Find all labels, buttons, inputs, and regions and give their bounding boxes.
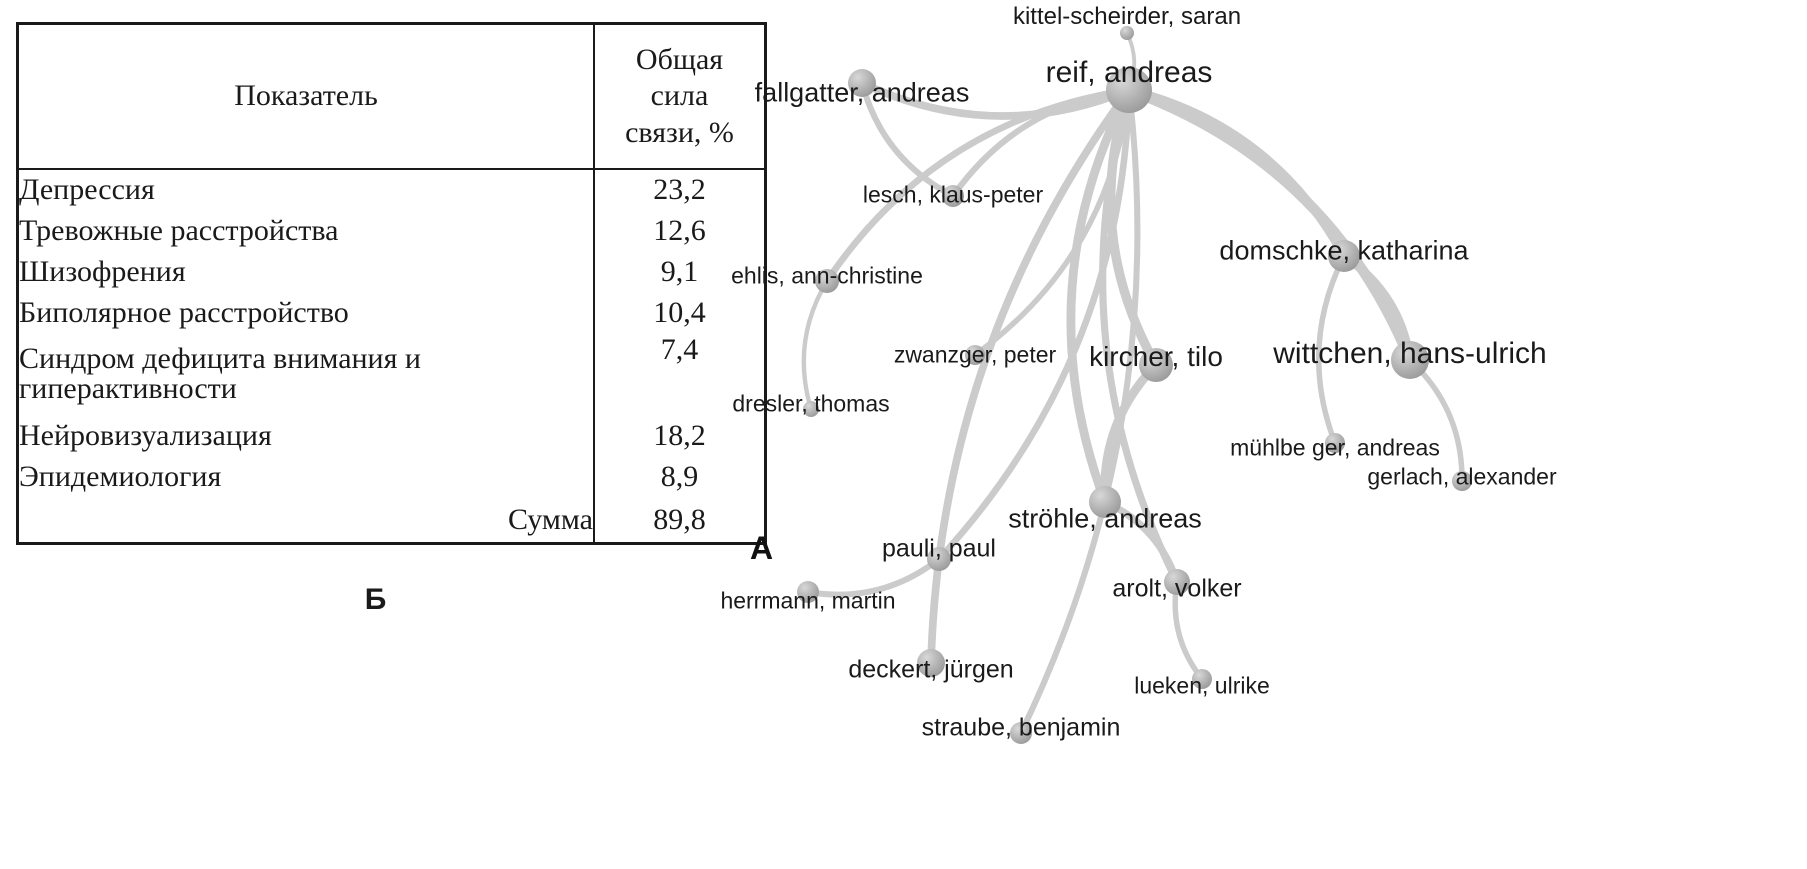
- coauthorship-network-graph: [797, 26, 1472, 744]
- graph-edge: [1099, 86, 1181, 586]
- row-value: 18,2: [653, 418, 706, 452]
- row-value: 7,4: [660, 333, 699, 366]
- graph-edge: [858, 79, 1133, 120]
- row-value: 8,9: [660, 459, 699, 493]
- graph-node[interactable]: [815, 269, 839, 293]
- column-header-link-strength: Общая сила связи, %: [594, 25, 764, 170]
- graph-edge: [823, 86, 1133, 285]
- graph-edge: [1100, 360, 1161, 507]
- table-row: Депрессия 23,2: [19, 169, 764, 210]
- graph-edge: [1123, 84, 1416, 366]
- graph-node[interactable]: [1106, 67, 1152, 113]
- graph-node[interactable]: [927, 547, 951, 571]
- table-row: Биполярное расстройство 10,4: [19, 292, 764, 333]
- graph-edge: [927, 86, 1133, 667]
- graph-node[interactable]: [1089, 486, 1121, 518]
- edge-layer: [801, 31, 1465, 737]
- table-row: Синдром дефицита внимания и гиперактивно…: [19, 333, 764, 415]
- graph-edge: [1101, 498, 1181, 586]
- graph-node[interactable]: [1452, 471, 1472, 491]
- graph-edge: [804, 555, 943, 598]
- row-label: Депрессия: [19, 169, 595, 210]
- row-value: 23,2: [653, 173, 706, 206]
- row-label: Шизофрения: [19, 251, 595, 292]
- graph-edge: [1407, 357, 1465, 484]
- graph-node[interactable]: [1010, 722, 1032, 744]
- graph-node[interactable]: [1325, 433, 1345, 453]
- header-line-2: сила: [650, 79, 709, 113]
- row-label: Нейровизуализация: [19, 415, 595, 456]
- total-label: Сумма: [19, 497, 595, 542]
- row-value: 12,6: [653, 213, 706, 247]
- table-row: Тревожные расстройства 12,6: [19, 210, 764, 251]
- row-label: Тревожные расстройства: [19, 210, 595, 251]
- header-line-3: связи, %: [625, 115, 734, 149]
- row-label: Эпидемиология: [19, 456, 595, 497]
- graph-node[interactable]: [797, 581, 819, 603]
- table-total-row: Сумма 89,8: [19, 497, 764, 542]
- graph-node[interactable]: [1192, 669, 1212, 689]
- graph-edge: [858, 79, 957, 200]
- graph-node[interactable]: [1164, 569, 1190, 595]
- statistics-table: Показатель Общая сила связи, % Депрессия…: [16, 22, 767, 545]
- row-value: 9,1: [660, 254, 699, 288]
- graph-edge: [1124, 85, 1349, 261]
- row-label: Синдром дефицита внимания и гиперактивно…: [19, 333, 595, 415]
- graph-node[interactable]: [965, 345, 985, 365]
- total-value: 89,8: [653, 502, 706, 536]
- column-header-indicator: Показатель: [19, 25, 595, 170]
- graph-node[interactable]: [1391, 341, 1429, 379]
- graph-node[interactable]: [917, 649, 945, 677]
- graph-node[interactable]: [942, 185, 964, 207]
- graph-node[interactable]: [803, 401, 819, 417]
- graph-edge: [1172, 579, 1205, 682]
- panel-b-caption: Б: [364, 583, 387, 616]
- table-row: Нейровизуализация 18,2: [19, 415, 764, 456]
- graph-edge: [935, 86, 1133, 563]
- graph-edge: [801, 278, 830, 412]
- graph-node[interactable]: [1328, 240, 1360, 272]
- node-layer: [797, 26, 1472, 744]
- graph-node[interactable]: [1139, 348, 1173, 382]
- graph-edge: [1315, 253, 1347, 446]
- header-line-1: Общая: [635, 42, 724, 76]
- graph-node[interactable]: [1120, 26, 1134, 40]
- table-row: Шизофрения 9,1: [19, 251, 764, 292]
- graph-edge: [1066, 85, 1134, 507]
- panel-b-table-container: Показатель Общая сила связи, % Депрессия…: [0, 0, 790, 869]
- row-value: 10,4: [653, 295, 706, 329]
- row-label: Биполярное расстройство: [19, 292, 595, 333]
- table-row: Эпидемиология 8,9: [19, 456, 764, 497]
- panel-a-caption: А: [750, 530, 774, 566]
- graph-node[interactable]: [848, 69, 876, 97]
